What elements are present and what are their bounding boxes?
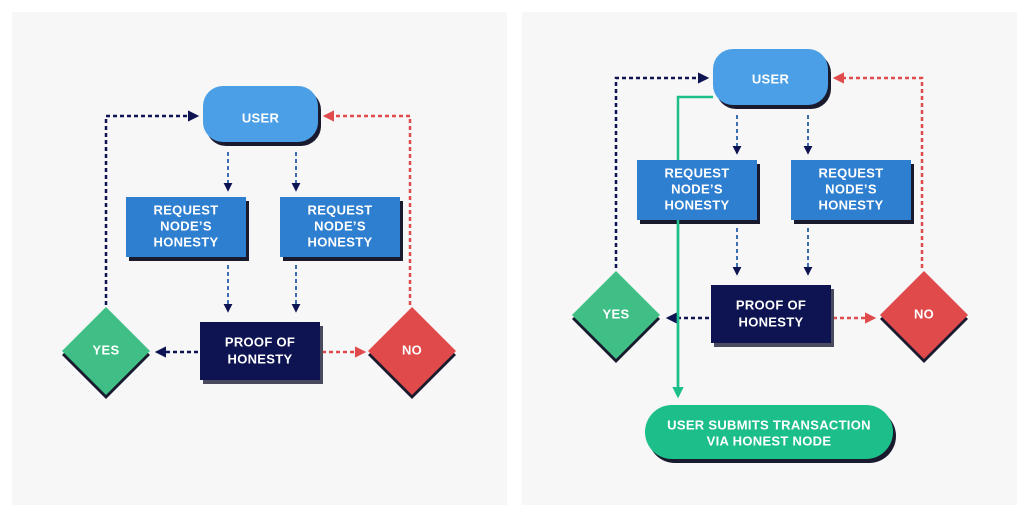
right-user-label: USER [752, 71, 790, 86]
right-request-node-b: REQUEST NODE’S HONESTY [791, 160, 914, 224]
right-submit-node: USER SUBMITS TRANSACTION VIA HONEST NODE [645, 405, 896, 463]
right-submit-line2: VIA HONEST NODE [707, 433, 832, 448]
right-proof-node: PROOF OF HONESTY [711, 285, 834, 347]
right-request-b-line3: HONESTY [819, 197, 884, 212]
right-request-node-a: REQUEST NODE’S HONESTY [637, 160, 760, 224]
left-request-node-b: REQUEST NODE’S HONESTY [280, 197, 403, 261]
right-request-b-line2: NODE’S [825, 181, 877, 196]
left-user-node: USER [203, 86, 321, 146]
left-proof-line1: PROOF OF [225, 334, 295, 349]
right-request-a-line1: REQUEST [665, 165, 730, 180]
right-user-node: USER [713, 49, 831, 109]
right-arrow-no-to-user [832, 72, 924, 268]
right-no-node: NO [880, 271, 968, 363]
left-arrow-yes-to-user [104, 110, 200, 305]
left-proof-line2: HONESTY [228, 351, 293, 366]
right-arrow-user-to-submit [672, 95, 713, 399]
left-no-node: NO [368, 307, 456, 399]
right-proof-line2: HONESTY [739, 314, 804, 329]
left-connectors [104, 110, 412, 358]
left-request-b-line3: HONESTY [308, 234, 373, 249]
left-yes-label: YES [93, 342, 120, 357]
left-flowchart: USER REQUEST NODE’S HONESTY REQUEST NODE… [62, 86, 456, 399]
left-user-label: USER [242, 110, 280, 125]
left-no-label: NO [402, 342, 422, 357]
right-request-a-line2: NODE’S [671, 181, 723, 196]
right-submit-line1: USER SUBMITS TRANSACTION [667, 417, 871, 432]
right-proof-line1: PROOF OF [736, 297, 806, 312]
right-yes-node: YES [572, 271, 660, 363]
right-connectors [614, 72, 924, 399]
left-request-node-a: REQUEST NODE’S HONESTY [126, 197, 249, 261]
left-arrow-no-to-user [322, 110, 412, 305]
left-proof-node: PROOF OF HONESTY [200, 322, 323, 384]
right-arrow-yes-to-user [614, 72, 710, 268]
left-request-a-line3: HONESTY [154, 234, 219, 249]
right-flowchart: USER REQUEST NODE’S HONESTY REQUEST NODE… [572, 49, 968, 463]
left-request-a-line2: NODE’S [160, 218, 212, 233]
right-request-b-line1: REQUEST [819, 165, 884, 180]
left-request-a-line1: REQUEST [154, 202, 219, 217]
left-yes-node: YES [62, 307, 150, 399]
right-request-a-line3: HONESTY [665, 197, 730, 212]
left-request-b-line1: REQUEST [308, 202, 373, 217]
right-no-label: NO [914, 306, 934, 321]
left-request-b-line2: NODE’S [314, 218, 366, 233]
right-yes-label: YES [603, 306, 630, 321]
